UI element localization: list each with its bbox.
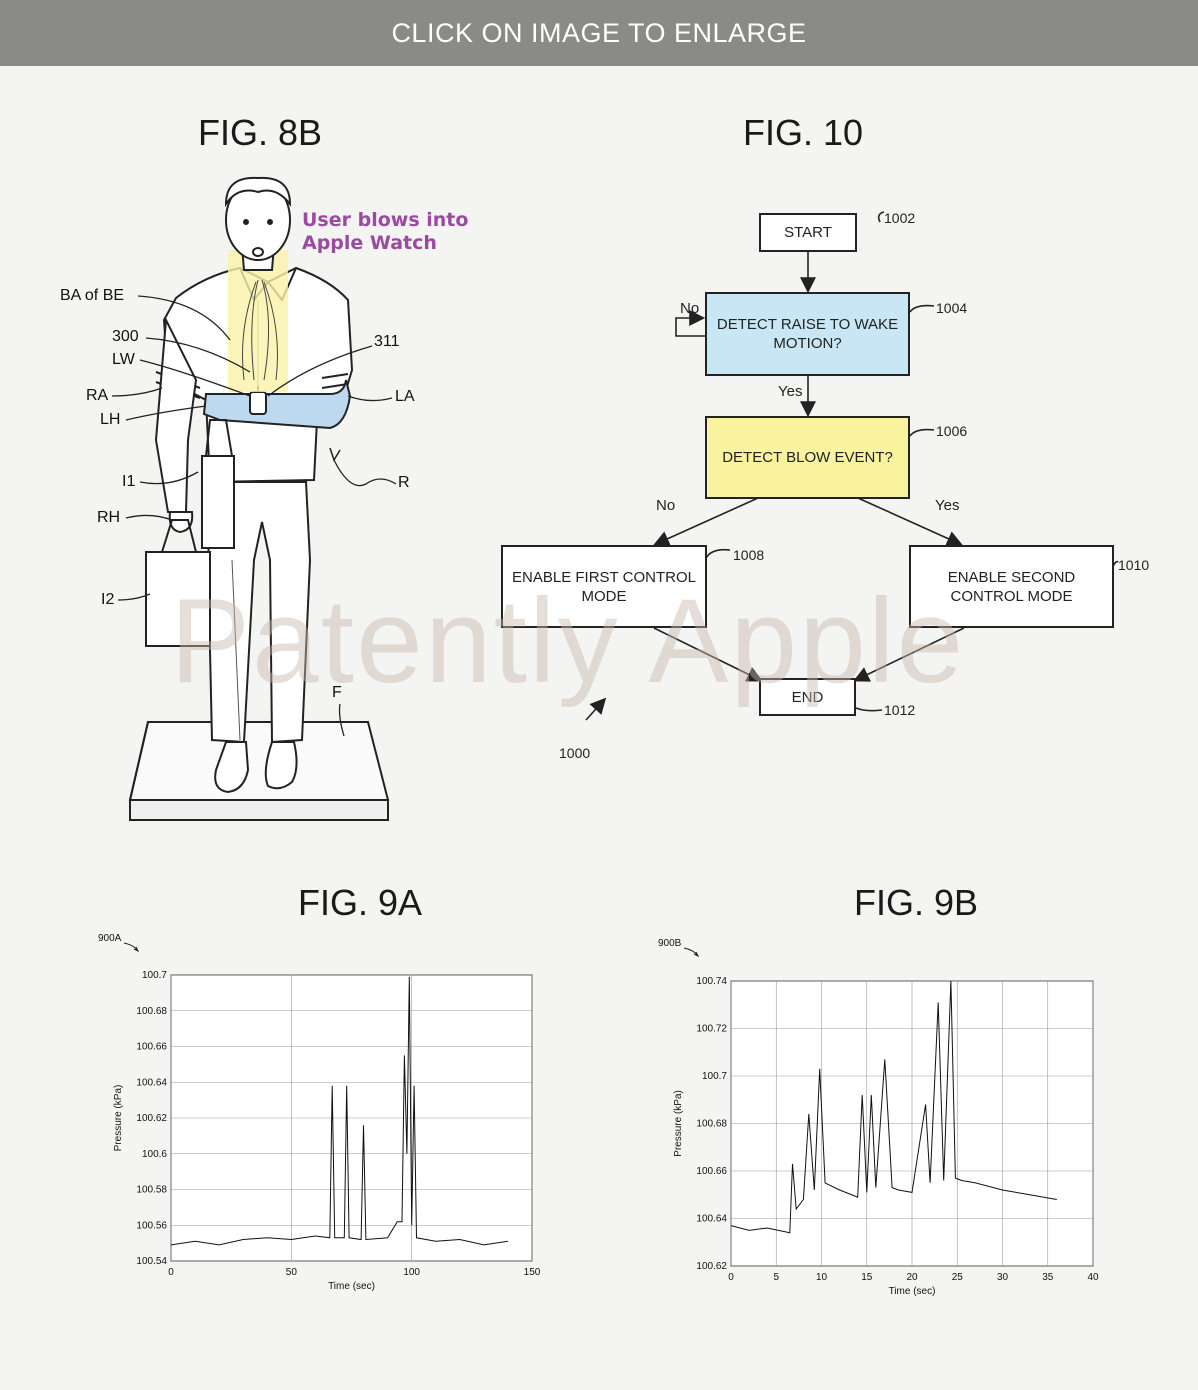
flow-detect-blow-box: DETECT BLOW EVENT? <box>705 416 910 499</box>
leader-lines <box>111 295 397 737</box>
y-tick-label: 100.64 <box>696 1214 727 1225</box>
fig-8b-caption-line2: Apple Watch <box>302 232 437 254</box>
edge-no-loop: No <box>680 300 700 317</box>
ref-1008: 1008 <box>733 547 765 563</box>
ref-1010: 1010 <box>1118 557 1150 573</box>
flow-second-mode-box: ENABLE SECOND CONTROL MODE <box>909 545 1114 628</box>
x-tick-label: 0 <box>168 1267 174 1278</box>
label-311: 311 <box>374 333 400 350</box>
label-ra: RA <box>86 387 109 404</box>
y-tick-label: 100.58 <box>136 1185 167 1196</box>
x-tick-label: 5 <box>773 1272 779 1283</box>
y-tick-label: 100.62 <box>136 1113 167 1124</box>
y-tick-label: 100.68 <box>696 1119 727 1130</box>
ref-1000: 1000 <box>559 745 591 761</box>
fig-10-title: FIG. 10 <box>743 112 864 153</box>
label-rh: RH <box>97 509 121 526</box>
label-i2: I2 <box>101 591 115 608</box>
bag-i1 <box>201 419 235 549</box>
label-i1: I1 <box>122 473 136 490</box>
x-tick-label: 40 <box>1087 1272 1099 1283</box>
head <box>224 176 292 271</box>
y-tick-label: 100.64 <box>136 1077 167 1088</box>
right-arm <box>154 316 198 534</box>
y-tick-label: 100.7 <box>702 1071 727 1082</box>
fig-9b-ref: 900B <box>658 938 682 949</box>
x-axis-label: Time (sec) <box>328 1281 375 1292</box>
label-f: F <box>332 684 342 701</box>
bag-i2 <box>145 519 211 647</box>
y-axis-label: Pressure (kPa) <box>673 1090 684 1157</box>
x-tick-label: 35 <box>1042 1272 1054 1283</box>
x-axis-label: Time (sec) <box>889 1286 936 1297</box>
flow-start-box: START <box>759 213 857 252</box>
label-lw: LW <box>112 351 135 368</box>
y-tick-label: 100.54 <box>136 1256 167 1267</box>
flow-second-mode-text: ENABLE SECOND CONTROL MODE <box>947 568 1076 605</box>
fig-9b-title: FIG. 9B <box>854 882 979 923</box>
x-tick-label: 150 <box>524 1267 541 1278</box>
ref-1006: 1006 <box>936 423 968 439</box>
floor-platform <box>128 721 390 821</box>
flow-detect-blow-text: DETECT BLOW EVENT? <box>722 449 893 466</box>
flow-detect-raise-text: DETECT RAISE TO WAKE MOTION? <box>716 316 899 352</box>
label-300: 300 <box>112 328 139 345</box>
shoes <box>214 741 298 794</box>
ref-1002: 1002 <box>884 210 916 226</box>
y-tick-label: 100.74 <box>696 976 727 987</box>
flow-detect-raise-box: DETECT RAISE TO WAKE MOTION? <box>705 292 910 376</box>
label-r: R <box>398 474 410 491</box>
fig-9a-chart: 900A 0 50 100 150 100.54 100.56 100.58 100.6 100… <box>98 933 541 1292</box>
click-to-enlarge-banner[interactable]: CLICK ON IMAGE TO ENLARGE <box>0 0 1198 66</box>
y-tick-label: 100.66 <box>136 1042 167 1053</box>
label-ba-of-be: BA of BE <box>60 287 125 304</box>
y-tick-label: 100.66 <box>696 1166 727 1177</box>
y-tick-label: 100.7 <box>142 970 167 981</box>
y-tick-label: 100.62 <box>696 1261 727 1272</box>
flow-first-mode-box: ENABLE FIRST CONTROL MODE <box>501 545 707 628</box>
y-tick-label: 100.6 <box>142 1149 167 1160</box>
x-tick-label: 20 <box>906 1272 918 1283</box>
edge-yes-raise: Yes <box>778 383 803 400</box>
x-tick-label: 10 <box>816 1272 828 1283</box>
pressure-series-line <box>170 976 508 1246</box>
x-tick-label: 100 <box>403 1267 420 1278</box>
y-axis-label: Pressure (kPa) <box>113 1085 124 1152</box>
ref-1004: 1004 <box>936 300 968 316</box>
edge-yes-blow: Yes <box>935 497 960 514</box>
ref-1012: 1012 <box>884 702 916 718</box>
x-tick-label: 15 <box>861 1272 873 1283</box>
fig-9a-ref: 900A <box>98 933 122 944</box>
x-tick-label: 30 <box>997 1272 1009 1283</box>
label-lh: LH <box>100 411 121 428</box>
y-tick-label: 100.56 <box>136 1220 167 1231</box>
fig-9a-title: FIG. 9A <box>298 882 423 923</box>
breath-lines <box>242 279 278 381</box>
fig-8b-title: FIG. 8B <box>198 112 323 153</box>
breath-area <box>228 250 288 392</box>
x-tick-label: 25 <box>952 1272 964 1283</box>
flow-end-box: END <box>759 678 856 716</box>
y-tick-label: 100.72 <box>696 1024 727 1035</box>
fig-8b-caption-line1: User blows into <box>302 209 469 231</box>
pressure-series-line <box>730 980 1057 1234</box>
edge-no-blow: No <box>656 497 676 514</box>
x-tick-label: 0 <box>728 1272 734 1283</box>
label-la: LA <box>395 388 415 405</box>
fig-9b-chart: 900B 0 5 10 15 20 25 30 35 40 100.62 100.64 100.66 1… <box>658 938 1099 1297</box>
flow-first-mode-text: ENABLE FIRST CONTROL MODE <box>512 568 696 605</box>
x-tick-label: 50 <box>286 1267 298 1278</box>
y-tick-label: 100.68 <box>136 1006 167 1017</box>
